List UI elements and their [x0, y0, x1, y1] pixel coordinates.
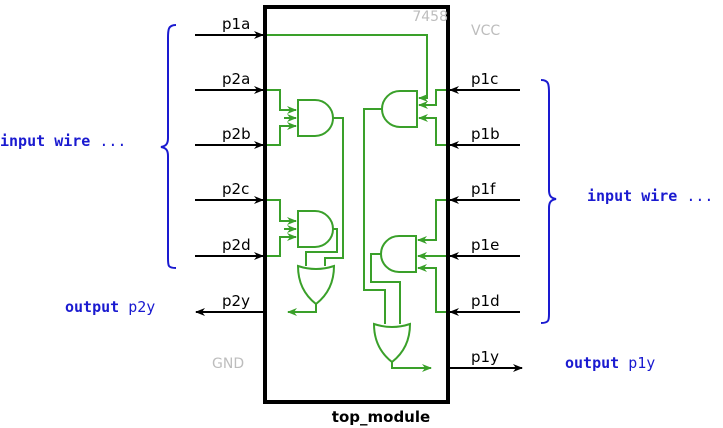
or-gate-p2y [287, 117, 344, 316]
left-input-group-label: input wire ... [0, 132, 126, 150]
pin-label-p2b: p2b [222, 125, 251, 143]
pin-label-p1e: p1e [471, 236, 499, 254]
and-gate-p2cd [267, 199, 334, 257]
and-gate-p2ab [267, 89, 334, 146]
part-number-label: 7458 [412, 9, 448, 25]
pin-label-p2c: p2c [222, 180, 249, 198]
pin-label-p1a: p1a [222, 15, 250, 33]
pin-label-p2d: p2d [222, 236, 251, 254]
pin-label-p1c: p1c [471, 70, 498, 88]
and-gate-p1abc [267, 34, 446, 146]
chip-body [263, 5, 450, 404]
or-gate-p1y [363, 108, 432, 372]
pin-label-p1f: p1f [471, 180, 496, 198]
and-gate-p1def [380, 199, 446, 313]
pin-label-p2a: p2a [222, 70, 250, 88]
vcc-label: VCC [471, 23, 500, 39]
pin-label-p1b: p1b [471, 125, 500, 143]
left-input-brace [160, 24, 177, 269]
gnd-label: GND [212, 356, 244, 372]
pin-label-p1y: p1y [471, 348, 499, 366]
output-p2y-label: output p2y [65, 298, 155, 316]
pin-label-p1d: p1d [471, 292, 500, 310]
output-p1y-label: output p1y [565, 354, 655, 372]
right-input-group-label: input wire ... [587, 187, 713, 205]
right-input-brace [540, 79, 557, 324]
module-name-label: top_module [332, 408, 430, 426]
pin-label-p2y: p2y [222, 292, 250, 310]
